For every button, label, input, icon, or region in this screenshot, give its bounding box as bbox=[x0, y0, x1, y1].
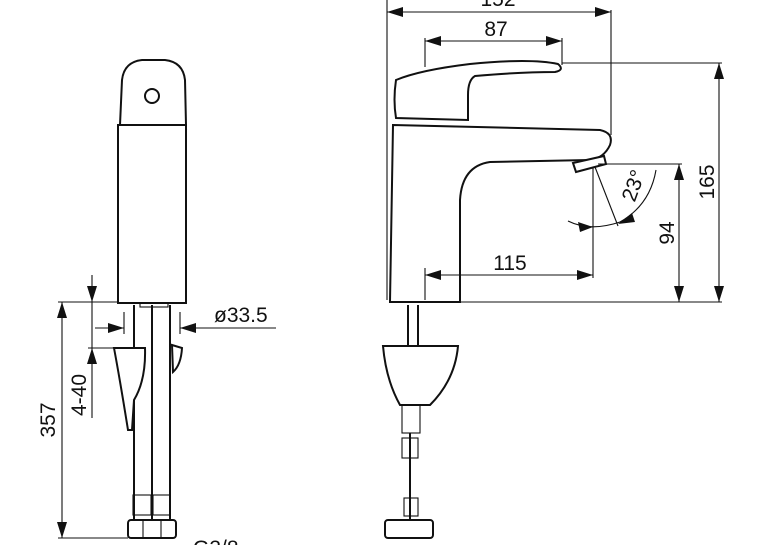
dim-4-40: 4-40 bbox=[68, 374, 91, 416]
mounting-bracket bbox=[112, 347, 147, 431]
dim-hole-diameter: ø33.5 bbox=[214, 304, 268, 327]
dim-94: 94 bbox=[656, 221, 679, 245]
faucet-body bbox=[117, 124, 187, 304]
dim-357: 357 bbox=[37, 402, 60, 437]
mounting-bracket-side bbox=[381, 345, 460, 406]
dim-87: 87 bbox=[484, 18, 507, 41]
faucet-head bbox=[118, 59, 188, 126]
lever-handle bbox=[393, 60, 562, 122]
thread-label: G3/8 bbox=[193, 537, 239, 545]
hex-nut-side bbox=[384, 519, 434, 539]
front-view: 357 4-40 ø33.5 G3/8 bbox=[37, 59, 276, 545]
side-view: 152 87 165 94 115 23° bbox=[381, 0, 724, 539]
dim-152: 152 bbox=[480, 0, 515, 11]
dim-115: 115 bbox=[493, 252, 526, 275]
handle-button bbox=[144, 88, 160, 104]
dim-165: 165 bbox=[696, 164, 719, 199]
hex-nut bbox=[127, 519, 177, 539]
